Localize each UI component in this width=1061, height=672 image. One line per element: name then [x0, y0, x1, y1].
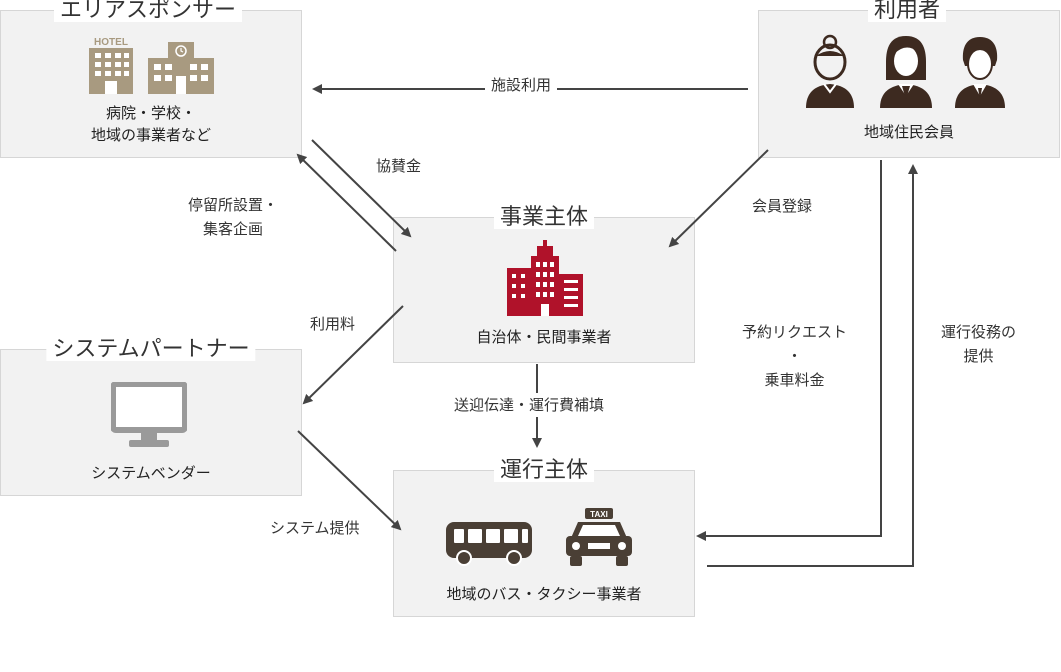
stop-setup-label-line1: 停留所設置・ [188, 196, 279, 214]
service-provision-label-line2: 提供 [963, 347, 994, 365]
reservation-arrow [696, 160, 882, 541]
system-provision-arrow [297, 430, 402, 531]
hotel-sign: HOTEL [94, 37, 128, 48]
stop-setup-arrow [296, 153, 397, 252]
usage-fee-label: 利用料 [310, 315, 356, 333]
partner-description: システムベンダー [91, 464, 211, 482]
system-provision-label: システム提供 [270, 519, 360, 537]
sponsorship-label: 協賛金 [376, 157, 422, 175]
users-title: 利用者 [867, 0, 947, 22]
member-registration-arrow [668, 149, 769, 248]
reservation-label-line1: 予約リクエスト [742, 323, 848, 341]
sponsorship-arrow [311, 139, 412, 238]
user-woman-icon [880, 36, 932, 108]
member-registration-label: 会員登録 [752, 197, 813, 215]
taxi-icon: TAXI [566, 508, 632, 566]
service-box: 地域のバス・タクシー事業者 [393, 470, 695, 617]
service-description: 地域のバス・タクシー事業者 [446, 585, 642, 603]
operator-title: 事業主体 [493, 207, 595, 229]
reservation-label: 予約リクエスト ・ 乗車料金 [742, 320, 847, 392]
transfer-label: 送迎伝達・運行費補填 [448, 393, 611, 417]
service-provision-arrow [707, 164, 918, 567]
usage-fee-arrow [302, 305, 404, 405]
school-icon [148, 42, 214, 94]
stop-setup-label: 停留所設置・ 集客企画 [188, 193, 278, 241]
hotel-icon: HOTEL [89, 37, 133, 94]
sponsor-box: 病院・学校・ 地域の事業者など [0, 10, 302, 158]
facility-use-label: 施設利用 [485, 73, 558, 97]
sponsor-title: エリアスポンサー [53, 0, 243, 22]
reservation-label-line2: ・ [787, 347, 803, 365]
stop-setup-label-line2: 集客企画 [203, 220, 264, 238]
sponsor-description-line1: 病院・学校・ [105, 104, 196, 122]
user-elder-woman-icon [806, 34, 854, 108]
sponsor-description-line2: 地域の事業者など [90, 125, 211, 144]
operator-description: 自治体・民間事業者 [476, 328, 612, 346]
service-provision-label: 運行役務の 提供 [941, 320, 1016, 368]
users-description: 地域住民会員 [863, 123, 954, 141]
partner-title: システムパートナー [46, 339, 256, 361]
office-building-icon [507, 240, 583, 316]
service-title: 運行主体 [493, 460, 595, 482]
monitor-icon [111, 382, 187, 447]
taxi-sign: TAXI [590, 510, 608, 519]
reservation-label-line3: 乗車料金 [764, 371, 825, 389]
user-man-icon [955, 37, 1005, 108]
service-provision-label-line1: 運行役務の [941, 323, 1017, 341]
bus-icon [446, 522, 532, 566]
